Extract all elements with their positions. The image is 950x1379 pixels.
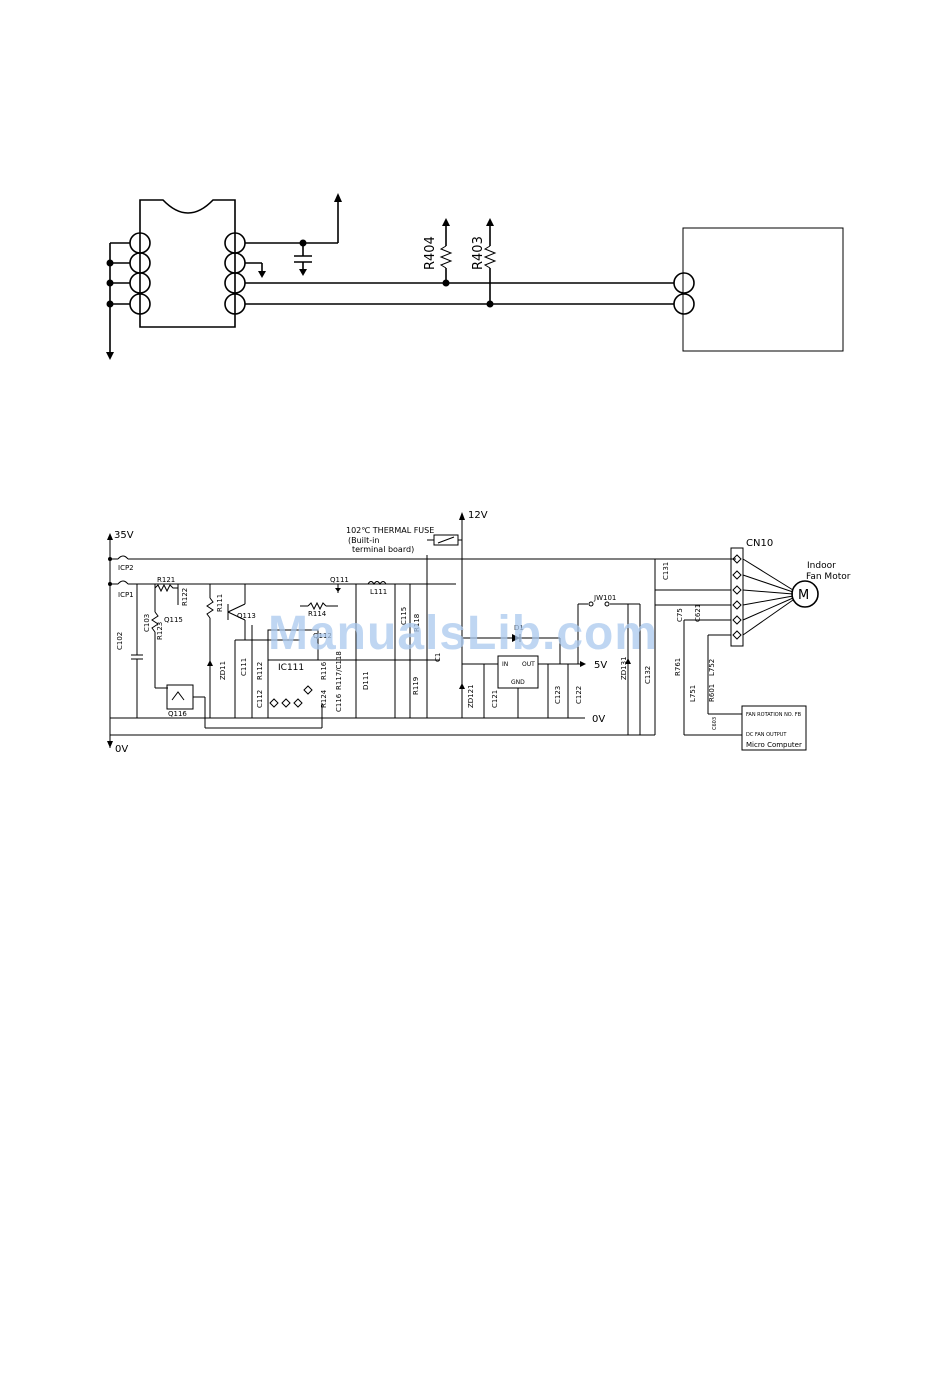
label-c122: C122	[575, 686, 583, 704]
label-gnd: GND	[511, 679, 525, 686]
supply-line	[245, 193, 342, 276]
label-c603: C603	[712, 717, 718, 730]
r403-label: R403	[471, 236, 486, 270]
label-c123: C123	[554, 686, 562, 704]
label-0v-b: 0V	[592, 714, 605, 725]
label-q112: Q112	[313, 632, 332, 640]
label-ic111: IC111	[278, 663, 304, 673]
label-r601: R601	[708, 684, 716, 702]
label-5v: 5V	[594, 660, 607, 671]
resistor-r403: R403	[471, 218, 497, 304]
label-r112: R112	[256, 662, 264, 680]
label-fuse-b1: (Built-in	[348, 536, 379, 545]
label-l752: L752	[708, 659, 716, 676]
l111-filter: L111 C115 R118 R119 C1	[367, 555, 442, 718]
label-l111: L111	[370, 588, 387, 596]
label-c621: C621	[694, 604, 702, 622]
label-c112: C112	[256, 690, 264, 708]
label-r111: R111	[216, 594, 224, 612]
label-r122: R122	[181, 588, 189, 606]
q113-stage: R111 ZD11 Q113 C111 R112 C112	[206, 584, 300, 718]
ic111-stage: Q111 R114 Q112 IC111 R116 R117/C118 R124…	[267, 576, 440, 718]
label-fuse-b2: terminal board)	[352, 545, 414, 554]
label-l751: L751	[689, 685, 697, 702]
label-r118: R118	[413, 614, 421, 632]
label-fuse: 102℃ THERMAL FUSE	[346, 526, 434, 535]
jw101-branch: JW101 ZD131 C132	[577, 594, 652, 735]
ic-package-outline	[139, 199, 236, 328]
label-jw101: JW101	[593, 594, 616, 602]
label-motor2: Fan Motor	[806, 572, 851, 582]
resistors-r121-r123: R121 R122 Q115 R123	[151, 576, 189, 689]
label-zd131: ZD131	[620, 656, 628, 680]
label-out: OUT	[522, 661, 535, 668]
label-r117: R117/C118	[335, 651, 343, 690]
pin2-ground	[245, 262, 266, 278]
label-cn10: CN10	[746, 538, 773, 549]
label-icp1: ICP1	[118, 591, 134, 599]
caps-c102-c103: C102 C103	[116, 584, 151, 718]
label-d1: D1	[514, 624, 524, 632]
watermark: ManualsLib.com	[268, 607, 659, 660]
r404-label: R404	[423, 236, 438, 270]
fan-motor: M Indoor Fan Motor	[742, 558, 851, 636]
label-r114: R114	[308, 610, 327, 618]
cn10-connector: C131 CN10 C75 C621	[654, 538, 773, 735]
label-c116: C116	[335, 693, 343, 712]
label-motor1: Indoor	[807, 561, 836, 571]
label-micro: Micro Computer	[746, 741, 802, 749]
label-in: IN	[502, 661, 508, 668]
label-m: M	[798, 588, 809, 603]
label-c132: C132	[644, 666, 652, 684]
label-r123: R123	[156, 622, 164, 640]
label-c115: C115	[400, 607, 408, 625]
resistor-r404: R404	[423, 218, 453, 283]
left-ground-bus	[106, 242, 130, 360]
power-rails: 35V 0V ICP2 ICP1 0V	[107, 530, 736, 755]
label-q115: Q115	[164, 616, 183, 624]
label-0v: 0V	[115, 744, 128, 755]
label-d111: D111	[362, 671, 370, 690]
label-zd11: ZD11	[219, 661, 227, 680]
label-icp2: ICP2	[118, 564, 134, 572]
label-q111: Q111	[330, 576, 349, 584]
label-r116: R116	[320, 661, 328, 680]
label-c111: C111	[240, 658, 248, 676]
label-12v: 12V	[468, 510, 488, 521]
label-c121: C121	[491, 690, 499, 708]
regulator-5v: D1 IN OUT GND 5V ZD121 C121 C123 C122	[459, 624, 607, 718]
micro-feedback: R761 L751 L752 R601 C603 FAN ROTATION NO…	[674, 620, 807, 751]
label-r119: R119	[412, 677, 420, 695]
label-c102: C102	[116, 632, 124, 650]
right-module-box	[673, 227, 844, 352]
label-fan-rot: FAN ROTATION NO. FB	[746, 712, 802, 718]
label-c131: C131	[662, 562, 670, 580]
label-r124: R124	[320, 689, 328, 708]
label-zd121: ZD121	[467, 684, 475, 708]
label-q113: Q113	[237, 612, 256, 620]
label-c75: C75	[676, 608, 684, 622]
label-r761: R761	[674, 658, 682, 676]
label-q116: Q116	[168, 710, 187, 718]
label-r121: R121	[157, 576, 175, 584]
label-35v: 35V	[114, 530, 134, 541]
label-c1: C1	[434, 653, 442, 662]
q116-module: Q116	[166, 684, 323, 729]
label-c103: C103	[143, 614, 151, 632]
label-dc-fan: DC FAN OUTPUT	[746, 732, 787, 738]
